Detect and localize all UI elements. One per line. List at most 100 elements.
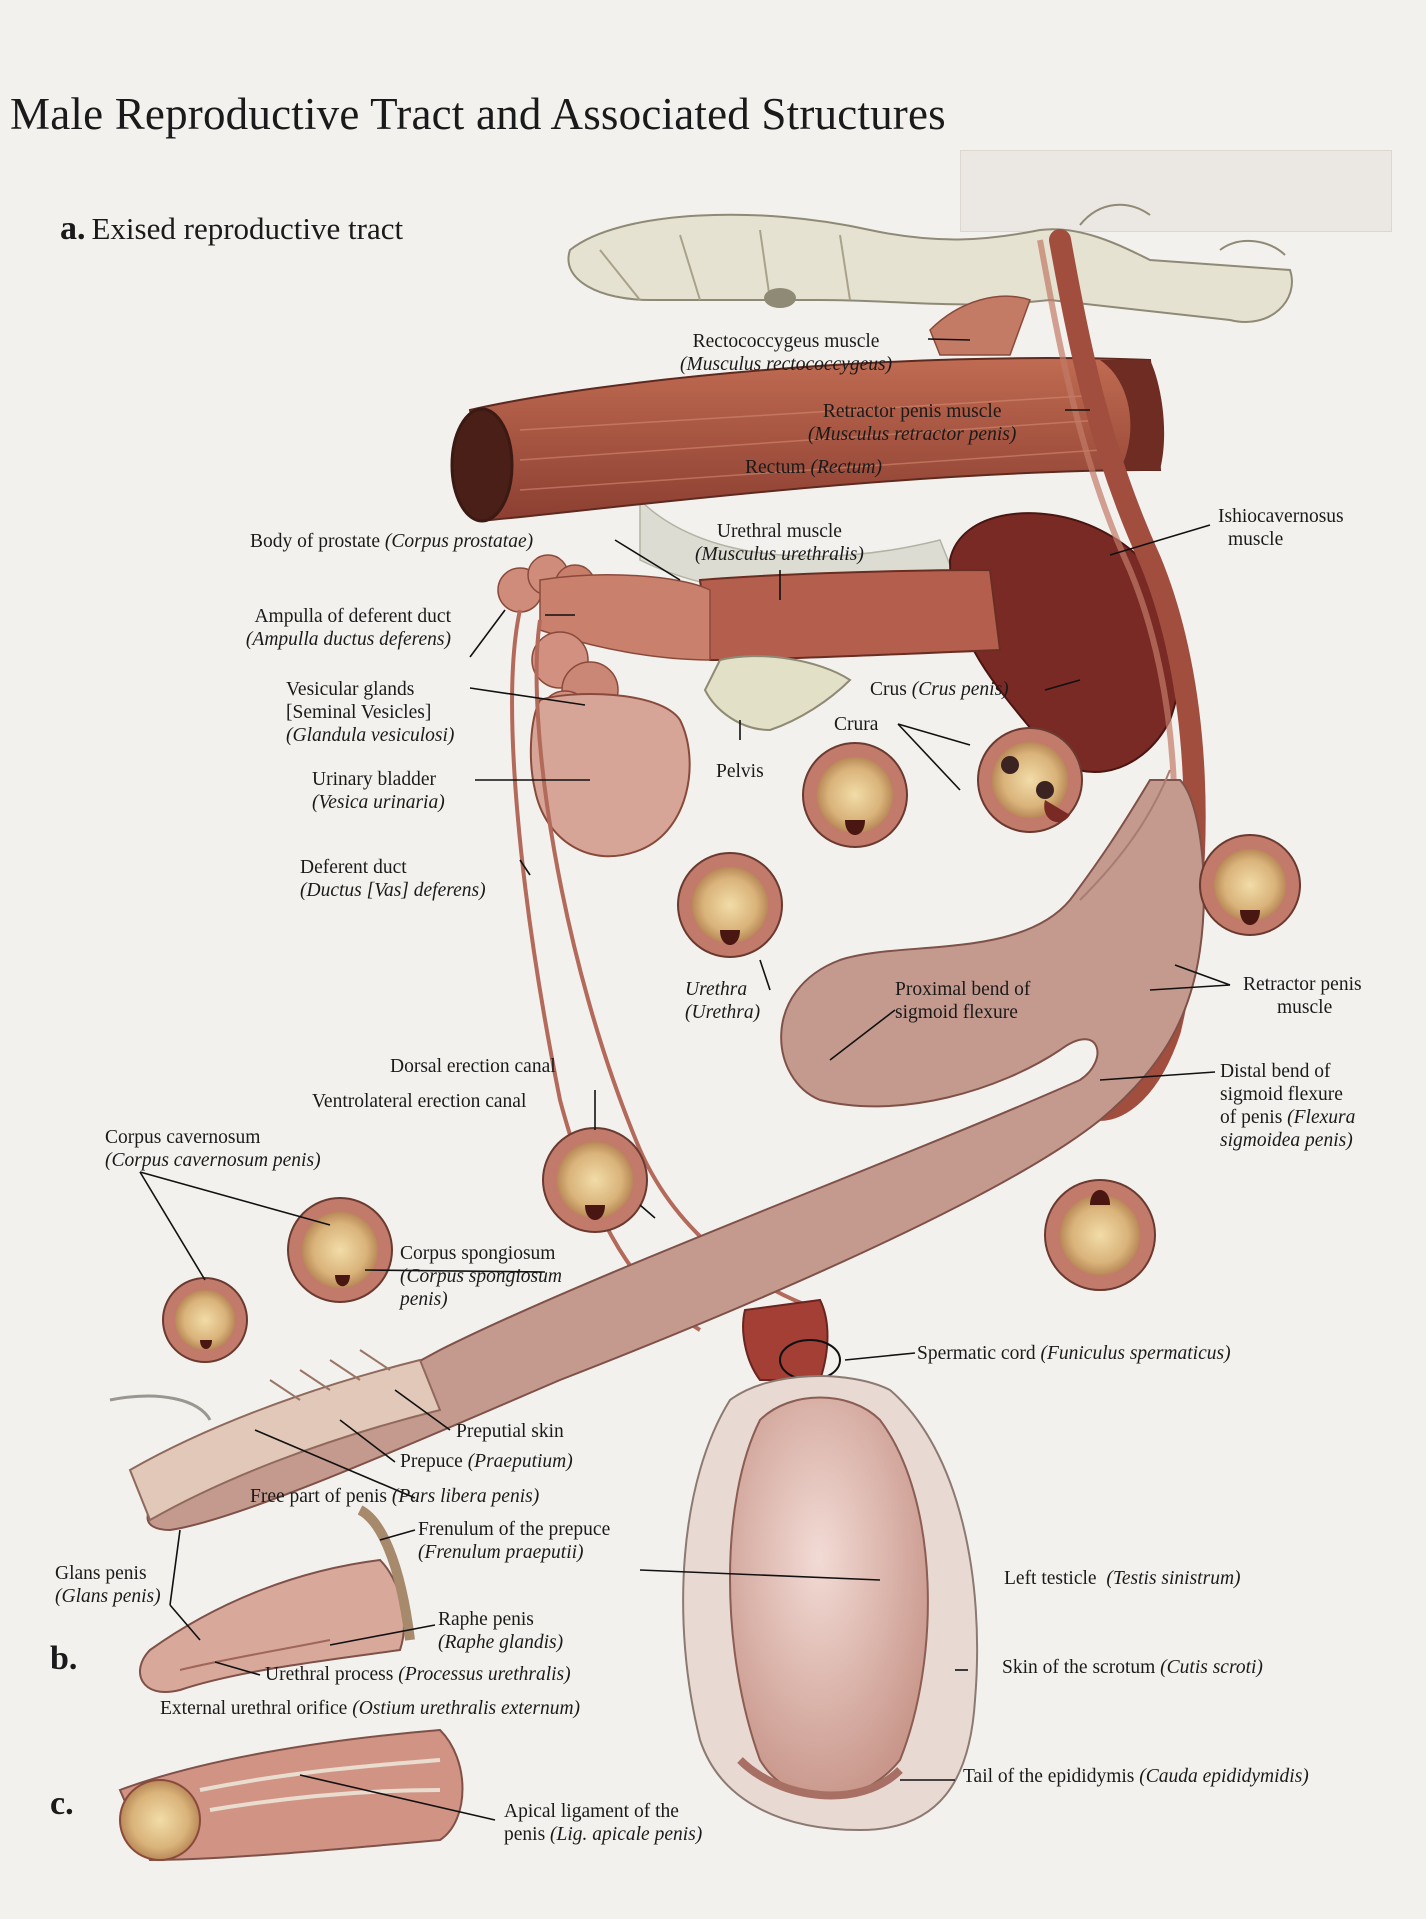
label-external-orifice: External urethral orifice (Ostium urethr… [160,1697,580,1720]
section-a-heading: a.Exised reproductive tract [60,210,403,248]
label-raphe-main: Raphe penis [438,1609,534,1630]
label-deferent-main: Deferent duct [300,857,407,878]
cross-section [162,1277,248,1363]
label-glans-main: Glans penis [55,1563,147,1584]
label-distal-line1: Distal bend of [1220,1061,1331,1082]
label-distal-latin4: sigmoidea penis) [1220,1130,1353,1151]
label-epididymis-latin: (Cauda epididymidis) [1139,1766,1309,1787]
label-urethral-muscle: Urethral muscle(Musculus urethralis) [695,520,864,566]
label-retractor-right-line1: Retractor penis [1243,974,1362,995]
label-rectococcygeus-main: Rectococcygeus muscle [692,331,880,352]
label-corpus-spongiosum-latin2: penis) [400,1289,448,1310]
label-apical-line1: Apical ligament of the [504,1801,679,1822]
label-crus-main: Crus [870,679,907,700]
cross-section [542,1127,648,1233]
label-frenulum: Frenulum of the prepuce(Frenulum praeput… [418,1518,610,1564]
label-bladder-main: Urinary bladder [312,769,436,790]
label-urethra-main: Urethra [685,979,748,1000]
label-corpus-cavernosum-latin: (Corpus cavernosum penis) [105,1150,321,1171]
label-retractor-right-line2: muscle [1277,997,1333,1018]
label-crura: Crura [834,714,879,735]
accessory-glands [497,554,711,740]
label-retractor-top: Retractor penis muscle(Musculus retracto… [808,400,1016,446]
label-frenulum-latin: (Frenulum praeputii) [418,1542,584,1563]
left-testicle [729,1396,929,1799]
label-rectococcygeus: Rectococcygeus muscle(Musculus rectococc… [680,330,892,376]
label-scrotum: Skin of the scrotum (Cutis scroti) [1002,1656,1263,1679]
urinary-bladder [529,693,691,858]
label-urethral-process-latin: (Processus urethralis) [398,1664,571,1685]
label-raphe-latin: (Raphe glandis) [438,1632,564,1653]
label-ishiocavernosus-line2: muscle [1228,529,1284,550]
label-vesicular-line1: Vesicular glands [286,679,415,700]
cross-section [977,727,1083,833]
label-corpus-cavernosum-main: Corpus cavernosum [105,1127,261,1148]
cross-section [1044,1179,1156,1291]
label-free-part-latin: (Pars libera penis) [391,1486,540,1507]
label-distal-line3: of penis [1220,1107,1283,1128]
glans-penis [139,1558,405,1693]
leader-lines [139,338,1231,1821]
label-scrotum-latin: (Cutis scroti) [1160,1657,1263,1678]
cross-section [287,1197,393,1303]
label-external-orifice-main: External urethral orifice [160,1698,348,1719]
label-prostate-main: Body of prostate [250,531,380,552]
label-prepuce: Prepuce (Praeputium) [400,1450,573,1473]
label-prepuce-main: Prepuce [400,1451,463,1472]
label-proximal-line2: sigmoid flexure [895,1002,1018,1023]
label-prostate: Body of prostate (Corpus prostatae) [250,530,533,553]
label-frenulum-main: Frenulum of the prepuce [418,1519,611,1540]
label-glans-latin: (Glans penis) [55,1586,161,1607]
rectum [450,357,1165,523]
penis-body [146,769,1205,1532]
label-prepuce-latin: (Praeputium) [467,1451,573,1472]
label-epididymis-main: Tail of the epididymis [963,1766,1135,1787]
label-left-testicle-latin: (Testis sinistrum) [1106,1568,1241,1589]
epididymis-tail [737,1757,903,1800]
label-urethra-latin: (Urethra) [685,1002,761,1023]
section-a-letter: a. [60,210,86,247]
label-corpus-spongiosum-main: Corpus spongiosum [400,1243,556,1264]
label-ampulla-latin: (Ampulla ductus deferens) [245,629,451,650]
label-prostate-latin: (Corpus prostatae) [384,531,534,552]
apical-ligament-section [118,1728,464,1862]
label-preputial-skin: Preputial skin [456,1421,564,1442]
label-raphe-penis: Raphe penis(Raphe glandis) [438,1608,563,1654]
label-rectococcygeus-latin: (Musculus rectococcygeus) [680,354,893,375]
label-external-orifice-latin: (Ostium urethralis externum) [352,1698,581,1719]
label-vesicular-latin: (Glandula vesiculosi) [286,725,455,746]
label-distal-line2: sigmoid flexure [1220,1084,1343,1105]
label-urethral-muscle-main: Urethral muscle [716,521,842,542]
label-scrotum-main: Skin of the scrotum [1002,1657,1156,1678]
label-left-testicle-main: Left testicle [1004,1568,1097,1589]
label-rectum-main: Rectum [745,457,806,478]
prepuce [128,1358,442,1522]
label-retractor-top-main: Retractor penis muscle [822,401,1002,422]
label-vesicular-glands: Vesicular glands[Seminal Vesicles](Gland… [286,678,454,747]
label-crus-latin: (Crus penis) [911,679,1009,700]
label-bladder-latin: (Vesica urinaria) [312,792,445,813]
label-rectum-latin: (Rectum) [810,457,882,478]
background-page-block [960,150,1392,232]
frenulum [357,1505,415,1641]
label-deferent-latin: (Ductus [Vas] deferens) [300,880,486,901]
label-urethral-process: Urethral process (Processus urethralis) [265,1663,571,1686]
cross-section [1199,834,1301,936]
pelvis-bone [703,655,852,732]
label-epididymis: Tail of the epididymis (Cauda epididymid… [963,1765,1309,1788]
label-spermatic-cord-latin: (Funiculus spermaticus) [1040,1343,1231,1364]
label-spermatic-cord-main: Spermatic cord [917,1343,1036,1364]
section-b-letter: b. [50,1640,78,1677]
label-corpus-spongiosum-latin1: (Corpus spongiosum [400,1266,562,1287]
label-proximal-line1: Proximal bend of [895,979,1031,1000]
label-rectum: Rectum (Rectum) [745,456,882,479]
section-c-letter: c. [50,1785,74,1822]
label-left-testicle: Left testicle (Testis sinistrum) [1004,1567,1241,1590]
label-urethral-process-main: Urethral process [265,1664,394,1685]
page-title: Male Reproductive Tract and Associated S… [10,89,946,139]
